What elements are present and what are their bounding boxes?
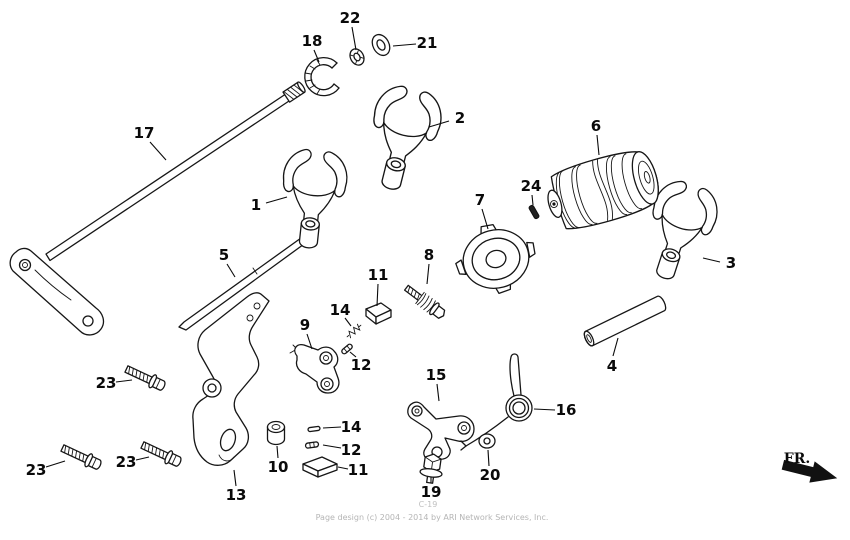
leader-line-15: [436, 383, 440, 402]
leader-line-9: [306, 333, 313, 350]
leader-line-6: [596, 134, 600, 156]
leader-line-17: [149, 141, 167, 161]
leader-line-2: [428, 120, 450, 128]
part-7-shifter-collar: [455, 223, 536, 295]
part-number-19: 19: [421, 483, 442, 501]
part-number-22: 22: [340, 9, 361, 27]
leader-line-23: [115, 379, 133, 383]
leader-line-16: [533, 408, 556, 411]
part-number-24: 24: [521, 177, 542, 195]
part-1-shift-fork: [275, 146, 351, 252]
part-number-23: 23: [116, 453, 137, 471]
part-number-3: 3: [726, 254, 736, 272]
part-number-2: 2: [455, 109, 465, 127]
part-number-6: 6: [591, 117, 601, 135]
leader-line-4: [612, 337, 619, 357]
part-19-flange-bolt: [419, 453, 443, 484]
part-12-pin-lower: [304, 441, 320, 449]
part-17-spline-end: [282, 81, 306, 103]
leader-line-20: [487, 449, 490, 467]
part-2-shift-fork: [356, 80, 448, 198]
part-20-washer: [478, 433, 496, 449]
part-22-lock-washer: [349, 48, 365, 66]
part-18-spring-clip: [304, 56, 340, 97]
part-number-23: 23: [96, 374, 117, 392]
fr-indicator: FR.: [781, 451, 838, 483]
leader-line-22: [351, 26, 357, 51]
leader-line-24: [531, 194, 534, 206]
part-14-spring-upper: [346, 323, 362, 339]
part-15-lever-arm: [407, 401, 475, 461]
part-11-block-upper: [365, 302, 392, 325]
part-23-bolt-a: [122, 362, 168, 394]
part-number-11: 11: [348, 461, 369, 479]
leader-line-23: [135, 456, 150, 461]
part-10-bushing: [266, 420, 286, 446]
part-24-dowel-pin: [528, 204, 540, 220]
part-number-8: 8: [424, 246, 434, 264]
part-number-11: 11: [368, 266, 389, 284]
part-number-5: 5: [219, 246, 229, 264]
leader-line-14: [322, 426, 342, 429]
part-21-washer: [371, 33, 391, 57]
part-number-14: 14: [341, 418, 362, 436]
part-number-14: 14: [330, 301, 351, 319]
part-14-pin-lower: [307, 425, 321, 433]
page-code: C-19: [419, 500, 438, 509]
part-number-1: 1: [251, 196, 261, 214]
part-number-18: 18: [302, 32, 323, 50]
part-8-detent-bolt: [403, 284, 446, 319]
part-number-23: 23: [26, 461, 47, 479]
leader-line-11: [337, 466, 349, 470]
fr-arrow-icon: [781, 459, 838, 483]
leader-line-23: [45, 460, 66, 468]
part-number-4: 4: [607, 357, 617, 375]
part-11-block-lower: [302, 456, 338, 478]
leader-line-5: [226, 263, 236, 278]
leader-line-12: [322, 444, 342, 449]
part-number-16: 16: [556, 401, 577, 419]
leader-line-11: [376, 283, 379, 307]
part-23-bolt-c: [138, 438, 184, 470]
leader-line-8: [426, 263, 430, 285]
leader-line-12: [349, 351, 357, 358]
part-6-shift-drum: [547, 151, 659, 230]
part-13-bracket-plate: [192, 292, 270, 466]
part-number-10: 10: [268, 458, 289, 476]
part-number-9: 9: [300, 316, 310, 334]
leader-line-1: [265, 196, 288, 204]
part-number-12: 12: [341, 441, 362, 459]
part-9-stopper-arm: [289, 344, 340, 394]
part-number-20: 20: [480, 466, 501, 484]
part-number-13: 13: [226, 486, 247, 504]
leader-line-3: [702, 257, 721, 263]
part-4-rod: [583, 295, 667, 347]
leader-line-7: [481, 208, 489, 230]
part-23-bolt-b: [58, 441, 104, 473]
part-12-pin-upper: [341, 343, 353, 355]
part-number-15: 15: [426, 366, 447, 384]
part-number-17: 17: [134, 124, 155, 142]
leader-line-13: [233, 469, 237, 487]
leader-line-21: [392, 43, 417, 47]
part-number-21: 21: [417, 34, 438, 52]
watermark: Page design (c) 2004 - 2014 by ARI Netwo…: [316, 513, 549, 522]
leader-line-10: [276, 445, 279, 459]
part-number-7: 7: [475, 191, 485, 209]
leader-line-18: [313, 49, 320, 63]
fr-label: FR.: [784, 451, 810, 467]
leader-line-14: [344, 317, 352, 327]
part-17-gearshift-spindle: [9, 81, 306, 336]
part-number-12: 12: [351, 356, 372, 374]
